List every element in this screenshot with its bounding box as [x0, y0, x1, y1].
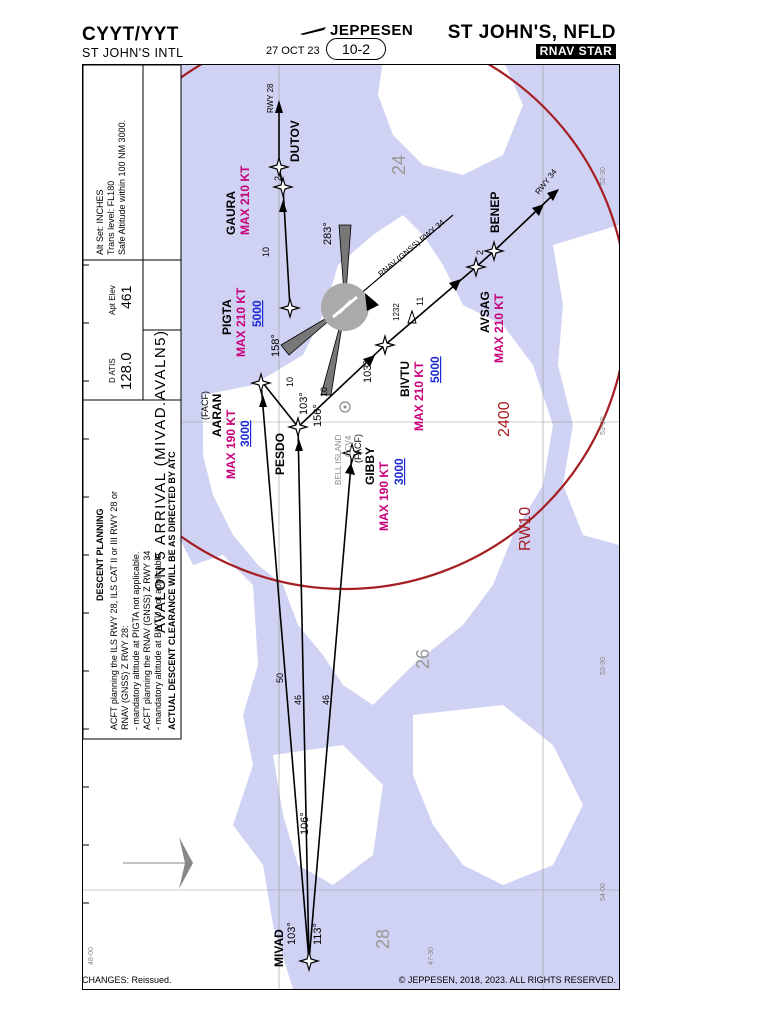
- grid-label: 53-30: [600, 657, 607, 675]
- chart-page-id: 10-2: [326, 38, 386, 60]
- altimetry-line: Alt Set: INCHES: [95, 189, 105, 255]
- mora-28: 28: [373, 929, 393, 949]
- airport-name: ST JOHN'S INTL: [82, 46, 184, 60]
- runway-feathers: [275, 100, 559, 201]
- chart-date: 27 OCT 23: [266, 45, 320, 57]
- leg-distance: 10: [319, 387, 329, 397]
- descent-planning-line: ACFT planning the RNAV (GNSS) Z RWY 34: [142, 551, 152, 730]
- copyright: © JEPPESEN, 2018, 2023. ALL RIGHTS RESER…: [398, 975, 616, 985]
- waypoint-gibby-speed: MAX 190 KT: [377, 461, 391, 531]
- ring-label: RW10: [517, 507, 534, 551]
- mora-24: 24: [389, 155, 409, 175]
- course-label: 158°: [270, 334, 282, 357]
- descent-planning-line: - mandatory altitude at BIVTU not applic…: [153, 551, 163, 730]
- waypoint-gaura-label: GAURA: [224, 191, 238, 235]
- route-arrows: [259, 200, 544, 475]
- atis-frequency: 128.0: [118, 352, 135, 390]
- obstacle-symbol: [407, 309, 417, 324]
- waypoint-benep-label: BENEP: [488, 192, 502, 233]
- info-panel: [83, 65, 182, 740]
- leg-distance: 11: [415, 297, 425, 306]
- waypoint-aaran-label: AARAN: [210, 394, 224, 437]
- course-label: 103°: [298, 392, 310, 415]
- vor-bell-island-icon: [339, 401, 351, 413]
- course-label: 103°: [286, 922, 298, 945]
- waypoint-gibby-label: GIBBY: [363, 447, 377, 485]
- elevation-label: Apt Elev: [108, 285, 117, 315]
- jeppesen-swoosh-icon: [300, 26, 326, 35]
- waypoint-dutov-label: DUTOV: [288, 120, 302, 162]
- airport-identifier: CYYT/YYT: [82, 24, 179, 45]
- chart-location: ST JOHN'S, NFLD: [447, 22, 616, 43]
- arrival-routes: [260, 105, 554, 962]
- land-mass-east-coast: [553, 225, 619, 545]
- waypoint-pigta-speed: MAX 210 KT: [234, 287, 248, 357]
- course-label: 156°: [312, 404, 324, 427]
- grid-label: 52-30: [600, 167, 607, 185]
- procedure-title: AVALON 5 ARRIVAL (MIVAD.AVALN5): [152, 329, 169, 633]
- leg-distance: 50: [275, 673, 285, 683]
- grid-label: 48-00: [88, 947, 95, 965]
- chart-type-badge: RNAV STAR: [536, 44, 616, 59]
- leg-distance: 46: [293, 695, 303, 705]
- land-mass-south: [413, 705, 583, 885]
- waypoint-bivtu-label: BIVTU: [398, 361, 412, 397]
- waypoint-aaran-speed: MAX 190 KT: [224, 409, 238, 479]
- changes-note: CHANGES: Reissued.: [82, 975, 172, 985]
- waypoint-pigta-altitude: 5000: [250, 300, 264, 327]
- course-label: 103°: [362, 360, 374, 383]
- grid-label: 53-00: [600, 417, 607, 435]
- runway-28-label: RWY 28: [266, 83, 275, 113]
- descent-clearance-note: ACTUAL DESCENT CLEARANCE WILL BE AS DIRE…: [167, 451, 177, 730]
- grid-label: 47-30: [428, 947, 435, 965]
- descent-planning-line: - mandatory altitude at PIGTA not applic…: [131, 552, 141, 730]
- course-label: 113°: [312, 923, 324, 945]
- navaid-ccv4-label: CCV4: [344, 435, 353, 457]
- course-label: 283°: [322, 222, 334, 245]
- waypoint-gibby-tag: (FACF): [353, 434, 363, 463]
- atis-label: D ATIS: [108, 358, 117, 383]
- altimetry-line: Trans level: FL180: [106, 181, 116, 255]
- descent-planning-line: RNAV (GNSS) Z RWY 28:: [120, 625, 130, 730]
- leg-distance: 2: [475, 250, 485, 255]
- waypoint-pigta-label: PIGTA: [220, 299, 234, 335]
- waypoint-gaura-speed: MAX 210 KT: [238, 165, 252, 235]
- distance-scale: [83, 264, 89, 904]
- mora-26: 26: [413, 649, 433, 669]
- altimetry-line: Safe Altitude within 100 NM 3000.: [117, 120, 127, 255]
- descent-planning-title: DESCENT PLANNING: [95, 508, 105, 601]
- land-mass-northeast: [378, 65, 523, 175]
- waypoint-pesdo-label: PESDO: [273, 433, 287, 475]
- msa-ring: [83, 65, 619, 591]
- land-mass-peninsula: [203, 215, 553, 705]
- jeppesen-logo: JEPPESEN: [300, 22, 413, 39]
- waypoint-avsag-label: AVSAG: [478, 291, 492, 333]
- leg-distance: 10: [261, 247, 271, 257]
- ring-altitude: 2400: [496, 401, 513, 437]
- brand-name: JEPPESEN: [330, 22, 414, 39]
- waypoint-bivtu-altitude: 5000: [428, 356, 442, 383]
- leg-distance: 10: [285, 377, 295, 387]
- waypoint-avsag-speed: MAX 210 KT: [492, 293, 506, 363]
- course-label: 106°: [299, 812, 311, 835]
- approach-cone-283: [338, 224, 352, 308]
- waypoint-mivad-label: MIVAD: [272, 929, 286, 967]
- grid-label: 54-00: [600, 883, 607, 901]
- waypoint-bivtu-speed: MAX 210 KT: [412, 361, 426, 431]
- descent-planning-line: ACFT planning the ILS RWY 28, ILS CAT II…: [109, 491, 119, 730]
- leg-distance: 2: [273, 176, 283, 181]
- waypoint-gibby-altitude: 3000: [392, 458, 406, 485]
- waypoint-aaran-altitude: 3000: [238, 420, 252, 447]
- elevation-value: 461: [118, 285, 134, 309]
- north-arrow-icon: [123, 837, 193, 889]
- obstacle-elevation: 1232: [392, 303, 401, 321]
- leg-distance: 46: [321, 695, 331, 705]
- waypoint-aaran-tag: (FACF): [200, 391, 210, 420]
- navaid-bell-island-label: BELL ISLAND: [334, 434, 343, 485]
